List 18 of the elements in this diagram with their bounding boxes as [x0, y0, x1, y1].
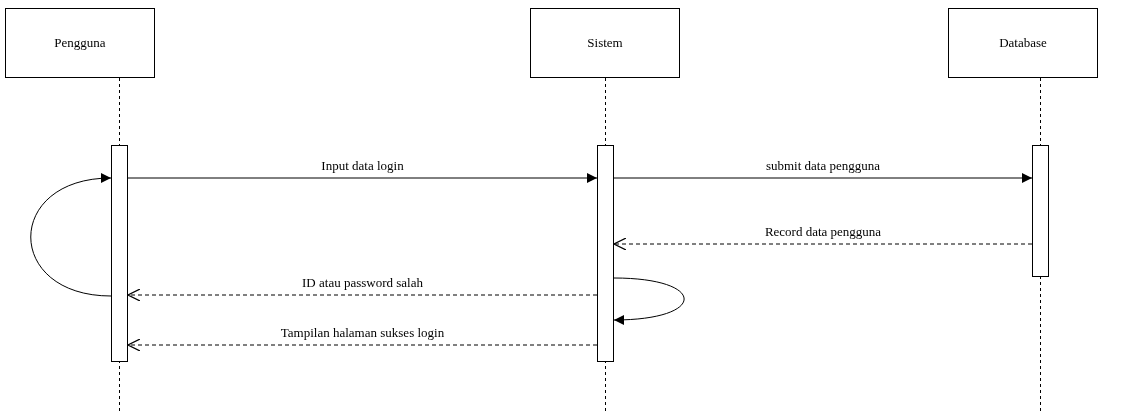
message-label: Tampilan halaman sukses login: [278, 325, 447, 340]
return-message-arrow: [127, 288, 598, 302]
participant-box: Sistem: [530, 8, 680, 78]
return-message-arrow: [127, 338, 598, 352]
self-message-arrow: [30, 173, 112, 297]
message-label: Input data login: [319, 158, 406, 173]
message-label: ID atau password salah: [300, 275, 425, 290]
message-arrow: [613, 173, 1033, 183]
self-message-arrow: [613, 277, 685, 325]
participant-box: Database: [948, 8, 1098, 78]
activation-bar: [111, 145, 128, 362]
message-label: Record data pengguna: [762, 224, 884, 239]
message-arrow: [127, 173, 598, 183]
participant-box: Pengguna: [5, 8, 155, 78]
activation-bar: [1032, 145, 1049, 277]
message-label: submit data pengguna: [763, 158, 883, 173]
return-message-arrow: [613, 237, 1033, 251]
activation-bar: [597, 145, 614, 362]
